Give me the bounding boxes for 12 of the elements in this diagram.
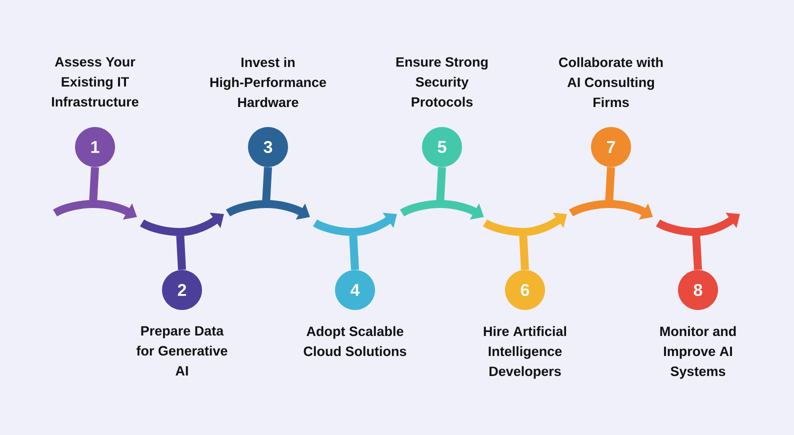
curved-arrow [311, 212, 397, 270]
step-title: Adopt Scalable Cloud Solutions [304, 326, 406, 356]
step-title: Collaborate with AI Consulting Firms [559, 57, 663, 108]
step-title: Ensure Strong Security Protocols [396, 57, 488, 107]
step-title: Invest in High-Performance Hardware [210, 57, 326, 108]
step-title: Assess Your Existing IT Infrastructure [52, 57, 138, 107]
step-title: Monitor and Improve AI Systems [660, 326, 736, 379]
step-title: Hire Artificial Intelligence Developers [484, 326, 566, 379]
curved-arrow [481, 212, 567, 270]
curved-arrow [138, 212, 224, 270]
curved-arrow [654, 212, 740, 270]
step-title: Prepare Data for Generative AI [136, 326, 228, 376]
